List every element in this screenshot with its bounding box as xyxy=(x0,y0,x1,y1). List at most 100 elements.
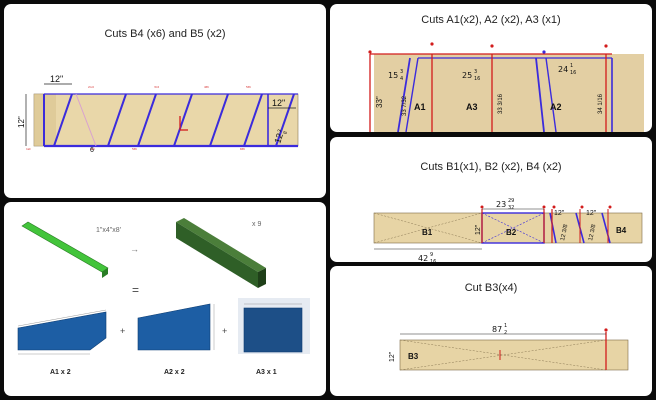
cut-diagonal xyxy=(137,93,157,147)
svg-text:87: 87 xyxy=(492,325,502,334)
dim-mid-right: 12" xyxy=(272,98,285,108)
dim-b1-length: 42 9 16 xyxy=(418,252,436,262)
dim-b2-length: 23 29 32 xyxy=(496,198,514,211)
svg-text:1: 1 xyxy=(504,323,507,329)
cut-diagonal xyxy=(53,93,73,147)
wood-board xyxy=(374,54,644,132)
plus-sign: + xyxy=(222,326,227,336)
cut-diagonal xyxy=(601,212,611,244)
label-b1: B1 xyxy=(422,228,433,237)
count-label: x 9 xyxy=(252,221,261,228)
panel-title: Cuts B1(x1), B2 (x2), B4 (x2) xyxy=(420,161,562,173)
cut-diagonal xyxy=(243,93,263,147)
svg-text:25: 25 xyxy=(462,71,472,80)
a-cuts-drawing: 15 3 4 25 3 16 24 1 16 33" 33 7/32 33 3/… xyxy=(368,42,644,132)
panel-assembly: 1"x4"x8' → x 9 = A1 x 2 + A2 x 2 + xyxy=(4,202,326,396)
single-board xyxy=(21,221,109,278)
part-a3 xyxy=(238,298,310,354)
dim-left: 15 3 4 xyxy=(388,69,403,82)
dim-s2: 12" xyxy=(586,210,597,217)
label-a3: A3 xyxy=(466,102,478,112)
svg-text:2nd: 2nd xyxy=(88,85,94,89)
cut-diagonal xyxy=(209,93,229,147)
label-a2: A2 xyxy=(550,102,562,112)
cut-diagonal xyxy=(549,212,557,244)
dim-right-height: 34 1/16 xyxy=(598,93,604,114)
dim-d2: 12 3/8 xyxy=(588,223,597,241)
part-a2 xyxy=(137,303,215,351)
cut-markers xyxy=(368,42,608,54)
svg-text:29: 29 xyxy=(508,198,514,204)
part-a1 xyxy=(17,309,107,355)
assembly-drawing: 1"x4"x8' → x 9 = A1 x 2 + A2 x 2 + xyxy=(17,218,310,376)
panel-cuts-a1-a2-a3: Cuts A1(x2), A2 (x2), A3 (x1) 15 3 4 xyxy=(330,4,652,132)
cut-markers xyxy=(480,205,612,209)
cut-diagonal xyxy=(545,57,557,132)
cut-guide xyxy=(75,93,97,147)
cross-line xyxy=(481,212,545,244)
dim-short: 6 xyxy=(90,147,94,154)
svg-text:5th: 5th xyxy=(246,85,251,89)
dim-top-left: 12" xyxy=(50,74,63,84)
dim-diagonal: 12 3 8 xyxy=(272,129,289,145)
svg-text:9: 9 xyxy=(430,252,433,258)
wood-board xyxy=(373,212,643,244)
wood-board xyxy=(399,339,629,371)
svg-text:4: 4 xyxy=(400,76,403,82)
svg-text:15: 15 xyxy=(388,71,398,80)
svg-text:3: 3 xyxy=(400,69,403,75)
svg-text:5th: 5th xyxy=(132,147,137,151)
svg-text:1st: 1st xyxy=(26,147,31,151)
cut-diagonal xyxy=(173,93,193,147)
caption-a1: A1 x 2 xyxy=(50,369,71,376)
svg-text:16: 16 xyxy=(474,76,480,82)
label-a1: A1 xyxy=(414,102,426,112)
caption-a2: A2 x 2 xyxy=(164,369,185,376)
dim-d1: 12 3/8 xyxy=(560,223,569,241)
svg-text:4th: 4th xyxy=(204,85,209,89)
arrow-icon: → xyxy=(130,244,139,254)
svg-text:3: 3 xyxy=(474,69,477,75)
svg-text:1: 1 xyxy=(570,63,573,69)
svg-text:3: 3 xyxy=(277,129,284,134)
dim-left-side: 12" xyxy=(17,116,26,128)
dim-height: 12" xyxy=(389,351,396,362)
dim-s1: 12" xyxy=(554,210,565,217)
cross-line xyxy=(399,339,607,371)
b3-drawing: 87 1 2 12" B3 xyxy=(389,323,629,371)
panel-cuts-b4-b5: Cuts B4 (x6) and B5 (x2) 1st 4th 5th 6th 2n… xyxy=(4,4,326,198)
dim-height: 12" xyxy=(475,224,482,235)
svg-text:6th: 6th xyxy=(240,147,245,151)
cut-diagonal xyxy=(275,93,295,147)
panel-title: Cuts A1(x2), A2 (x2), A3 (x1) xyxy=(421,14,561,26)
svg-text:3rd: 3rd xyxy=(154,85,159,89)
dim-b3-length: 87 1 2 xyxy=(492,323,507,336)
stacked-boards xyxy=(176,218,266,288)
svg-text:8: 8 xyxy=(282,130,289,135)
cross-line xyxy=(481,212,545,244)
svg-text:16: 16 xyxy=(570,70,576,76)
panel-title: Cuts B4 (x6) and B5 (x2) xyxy=(104,28,226,40)
svg-text:12: 12 xyxy=(272,132,285,145)
svg-text:23: 23 xyxy=(496,200,506,209)
dim-left-height: 33" xyxy=(375,96,384,108)
cut-diagonal xyxy=(107,93,127,147)
dim-a1-inner: 33 7/32 xyxy=(402,95,408,116)
cross-line xyxy=(373,212,483,244)
svg-text:4th: 4th xyxy=(90,147,95,151)
cross-line xyxy=(399,339,607,371)
svg-text:32: 32 xyxy=(508,205,514,211)
svg-text:24: 24 xyxy=(558,65,568,74)
cut-marker xyxy=(604,328,608,332)
label-b2: B2 xyxy=(506,228,517,237)
label-b4: B4 xyxy=(616,226,627,235)
panel-cuts-b1-b2-b4: Cuts B1(x1), B2 (x2), B4 (x2) 23 29 32 xyxy=(330,137,652,262)
caption-a3: A3 x 1 xyxy=(256,369,277,376)
svg-text:16: 16 xyxy=(430,259,436,262)
svg-text:42: 42 xyxy=(418,254,428,262)
b-cuts-drawing: 23 29 32 12" 12" 12 3/8 12 3/8 12" 42 9 … xyxy=(373,198,643,262)
equals-sign: = xyxy=(132,283,139,297)
label-b3: B3 xyxy=(408,352,419,361)
svg-text:2: 2 xyxy=(504,330,507,336)
panel-title: Cut B3(x4) xyxy=(464,282,518,294)
